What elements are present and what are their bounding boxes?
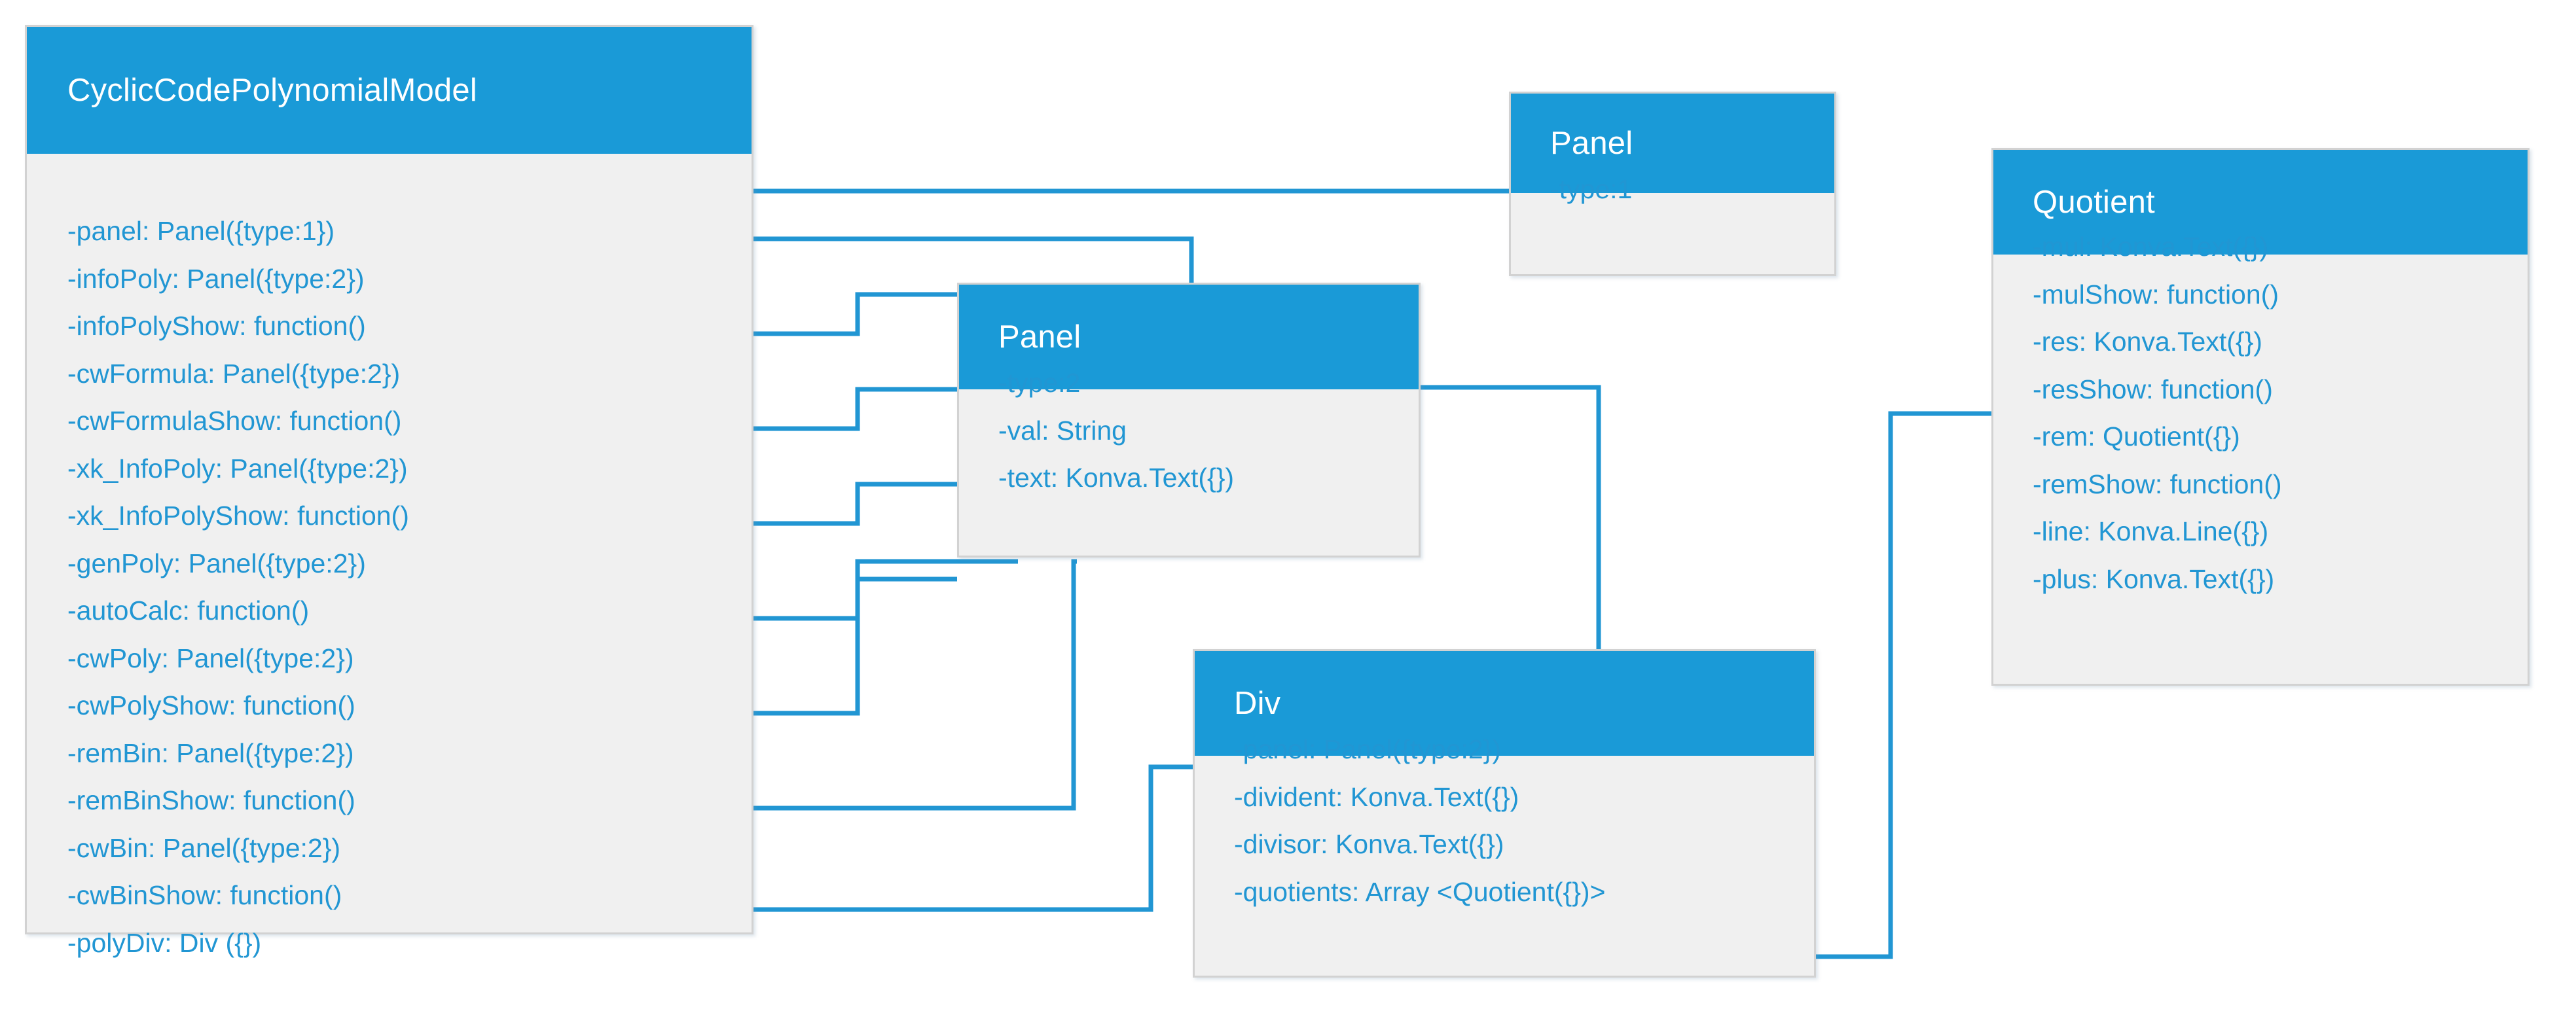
class-attribute: -text: Konva.Text({}) <box>998 463 1235 493</box>
connector-model-genPoly-to-panel-type2 <box>753 482 957 526</box>
uml-class-div[interactable]: Div -panel: Panel({type:2}) -divident: Kon… <box>1193 649 1816 978</box>
class-name: Panel <box>998 319 1081 355</box>
class-attribute: -remBinShow: function() <box>67 785 355 815</box>
class-attribute: -xk_InfoPoly: Panel({type:2}) <box>67 453 408 484</box>
class-attribute: -cwBinShow: function() <box>67 880 342 910</box>
connector-model-remBin-to-panel-type2 <box>753 559 1018 716</box>
class-attribute: -cwPolyShow: function() <box>67 690 355 720</box>
class-attribute: -divident: Konva.Text({}) <box>1234 781 1519 812</box>
class-attribute: -panel: Panel({type:2}) <box>1234 734 1501 764</box>
class-attribute: -infoPoly: Panel({type:2}) <box>67 263 365 294</box>
class-attribute: -mul: Konva.Text({}) <box>2033 232 2269 262</box>
class-header-model: CyclicCodePolynomialModel <box>27 27 752 154</box>
class-name: CyclicCodePolynomialModel <box>67 73 477 108</box>
uml-class-panel-type2[interactable]: Panel -type:2 -val: String -text: Konva.Tex… <box>957 283 1421 558</box>
class-attribute: -cwPoly: Panel({type:2}) <box>67 643 354 673</box>
class-attribute: -line: Konva.Line({}) <box>2033 516 2269 546</box>
uml-class-model[interactable]: CyclicCodePolynomialModel -panel: Panel({… <box>25 25 753 956</box>
class-attribute: -resShow: function() <box>2033 374 2273 404</box>
class-attribute: -type:1 <box>1550 174 1633 204</box>
class-attributes-div: -panel: Panel({type:2}) -divident: Konva.… <box>1195 736 1814 976</box>
class-header-panel-type2: Panel <box>959 285 1419 389</box>
class-attribute: -cwFormulaShow: function() <box>67 406 402 436</box>
connector-model-cwBin-to-panel-type2 <box>753 559 1077 811</box>
class-attributes-panel-type2: -type:2 -val: String -text: Konva.Text({}) <box>959 370 1419 556</box>
class-attribute: -cwBin: Panel({type:2}) <box>67 832 341 863</box>
class-attribute: -mulShow: function() <box>2033 279 2279 310</box>
class-attribute: -xk_InfoPolyShow: function() <box>67 501 409 531</box>
class-attribute: -autoCalc: function() <box>67 595 310 626</box>
class-attribute: -rem: Quotient({}) <box>2033 421 2240 451</box>
class-header-panel-type1: Panel <box>1511 94 1834 193</box>
connector-model-xkInfoPoly-to-panel-type2 <box>753 387 957 431</box>
connector-model-polyDiv-to-div <box>753 764 1193 912</box>
class-attribute: -divisor: Konva.Text({}) <box>1234 829 1504 859</box>
class-attributes-panel-type1: -type:1 <box>1511 176 1834 274</box>
class-attribute: -polyDiv: Div ({}) <box>67 927 262 958</box>
connector-model-infoPoly-to-panel-type2 <box>753 236 1194 283</box>
class-attribute: -panel: Panel({type:1}) <box>67 216 335 246</box>
class-attributes-model: -panel: Panel({type:1}) -infoPoly: Panel(… <box>27 154 752 956</box>
class-attribute: -remBin: Panel({type:2}) <box>67 737 354 768</box>
class-attributes-quotient: -mul: Konva.Text({}) -mulShow: function()… <box>1993 234 2528 684</box>
class-attribute: -genPoly: Panel({type:2}) <box>67 548 366 578</box>
class-attribute: -val: String <box>998 415 1127 446</box>
class-attribute: -plus: Konva.Text({}) <box>2033 563 2275 594</box>
class-name: Div <box>1234 686 1281 721</box>
class-header-quotient: Quotient <box>1993 150 2528 255</box>
connector-model-cwFormula-to-panel-type2 <box>753 292 957 336</box>
connector-div-quotients-to-quotient <box>1816 411 1991 959</box>
class-name: Quotient <box>2033 185 2155 220</box>
connector-model-cwPoly-to-panel-type2 <box>753 576 957 621</box>
class-attribute: -type:2 <box>998 368 1081 398</box>
class-attribute: -quotients: Array <Quotient({})> <box>1234 876 1606 907</box>
class-attribute: -remShow: function() <box>2033 469 2282 499</box>
class-attribute: -infoPolyShow: function() <box>67 311 366 341</box>
class-attribute: -cwFormula: Panel({type:2}) <box>67 358 401 389</box>
class-name: Panel <box>1550 126 1633 161</box>
class-header-div: Div <box>1195 651 1814 756</box>
uml-class-quotient[interactable]: Quotient -mul: Konva.Text({}) -mulShow: fu… <box>1991 148 2530 686</box>
uml-class-panel-type1[interactable]: Panel -type:1 <box>1509 92 1836 276</box>
class-attribute: -res: Konva.Text({}) <box>2033 327 2262 357</box>
